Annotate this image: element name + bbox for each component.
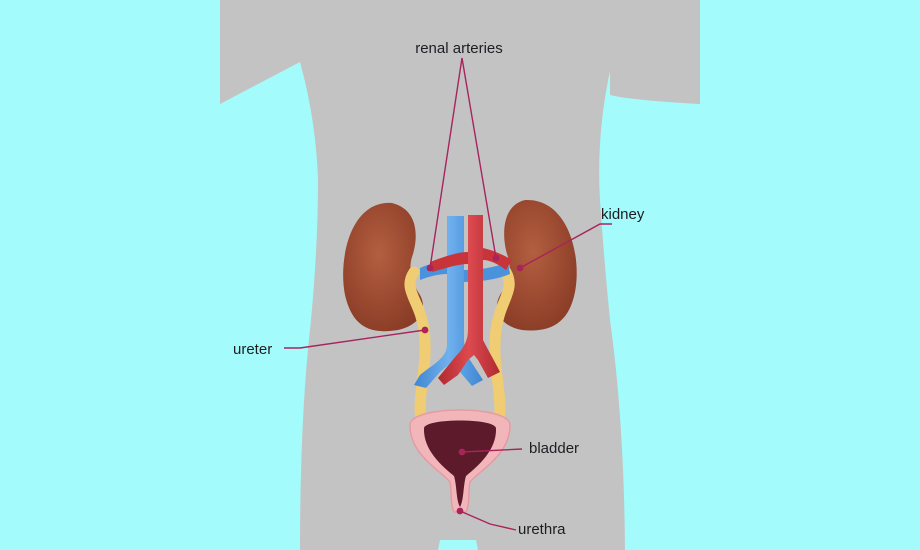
label-ureter: ureter — [233, 341, 272, 358]
label-renal-arteries: renal arteries — [415, 40, 503, 57]
bladder-leader — [461, 448, 523, 453]
leader-lines — [284, 57, 612, 531]
right-kidney — [496, 199, 577, 331]
bladder-dot — [458, 448, 466, 456]
vena-cava — [414, 216, 483, 388]
left-kidney — [343, 202, 424, 332]
left-renal-artery — [430, 252, 468, 272]
ureter-leader — [284, 329, 426, 349]
ureter-dot — [421, 326, 429, 334]
bladder-interior — [423, 420, 497, 507]
urethra-leader — [459, 510, 517, 531]
label-bladder: bladder — [529, 440, 579, 457]
urethra-dot — [456, 507, 464, 515]
label-kidney: kidney — [601, 206, 645, 223]
renal-artery-left-dot — [426, 264, 434, 272]
leader-dots — [421, 254, 524, 515]
kidney-leader — [519, 223, 612, 269]
label-urethra: urethra — [518, 521, 566, 538]
kidney-dot — [516, 264, 524, 272]
aorta — [438, 215, 500, 385]
renal-arteries-leader — [429, 57, 497, 269]
renal-artery-right-dot — [492, 254, 500, 262]
